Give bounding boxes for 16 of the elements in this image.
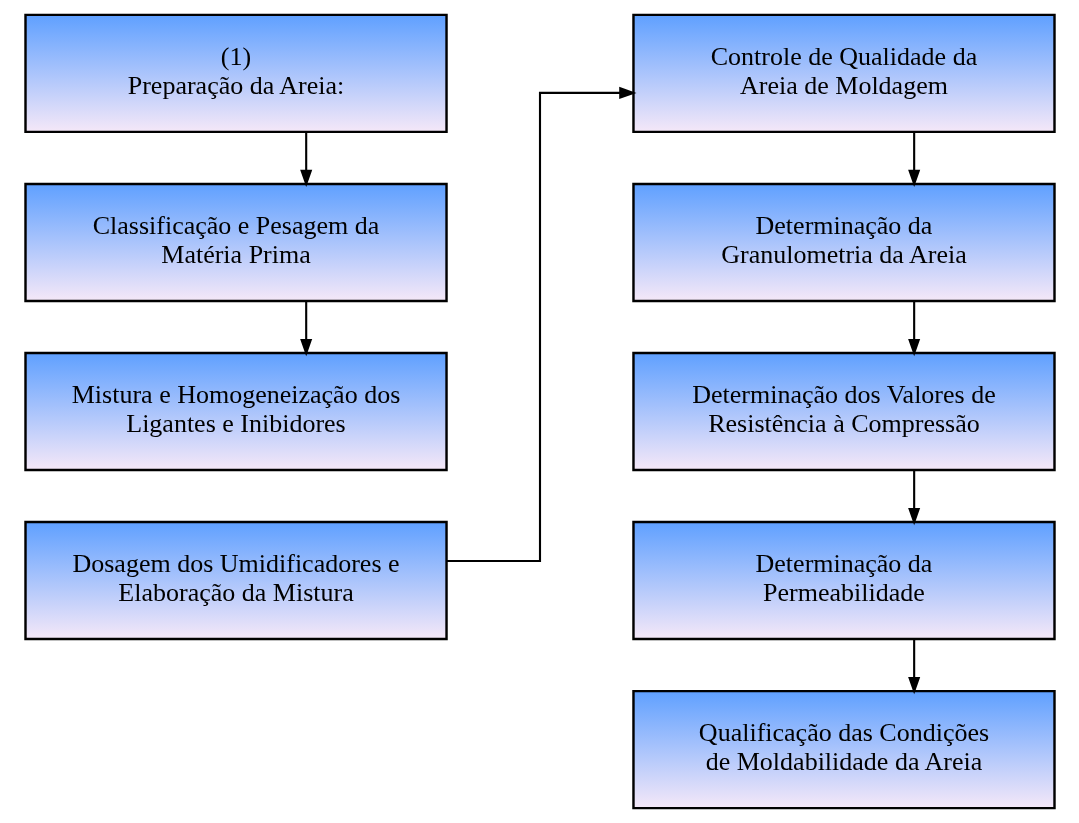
arrow bbox=[299, 132, 312, 188]
node-box: Determinação dos Valores de Resistência à Compressão bbox=[631, 351, 1056, 472]
arrow bbox=[907, 470, 920, 526]
node-box: Qualificação das Condições de Moldabilidade da Areia bbox=[631, 689, 1056, 810]
arrow bbox=[907, 301, 920, 357]
arrow bbox=[299, 301, 312, 357]
node-box: Determinação da Granulometria da Areia bbox=[631, 182, 1056, 303]
arrow bbox=[907, 639, 920, 695]
node-box: Mistura e Homogeneização dos Ligantes e Inibidores bbox=[23, 351, 448, 472]
arrow bbox=[446, 86, 636, 563]
node-box: Dosagem dos Umidificadores e Elaboração da Mistura bbox=[23, 520, 448, 641]
node-box: (1) Preparação da Areia: bbox=[23, 13, 448, 134]
node-box: Classificação e Pesagem da Matéria Prima bbox=[23, 182, 448, 303]
node-box: Controle de Qualidade da Areia de Moldagem bbox=[631, 13, 1056, 134]
node-box: Determinação da Permeabilidade bbox=[631, 520, 1056, 641]
arrow bbox=[907, 132, 920, 188]
